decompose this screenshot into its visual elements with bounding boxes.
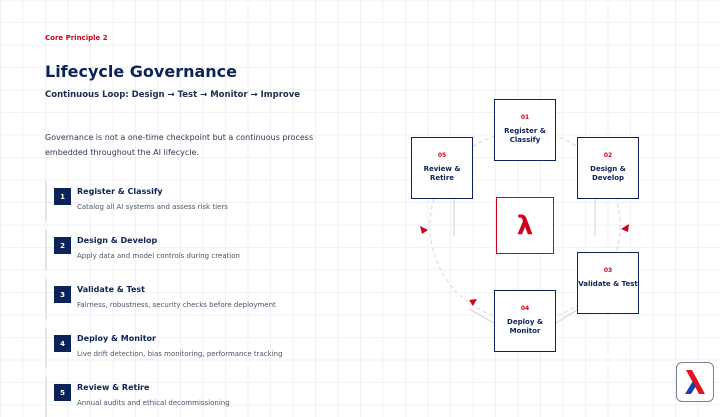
intro-text: Governance is not a one-time checkpoint … [45,133,314,157]
step-number: 1 [54,188,71,205]
lambda-center-icon: λ [496,197,554,254]
eyebrow-label: Core Principle 2 [45,34,108,42]
step-title: Design & Develop [77,236,158,245]
node-number: 02 [603,152,613,159]
step-number: 5 [54,384,71,401]
node-label: Review & Retire [423,165,461,182]
step-title: Deploy & Monitor [77,334,156,343]
arrow-icon [420,226,428,234]
page-subtitle: Continuous Loop: Design → Test → Monitor… [45,90,301,100]
step-title: Review & Retire [77,383,150,392]
step-number: 2 [54,237,71,254]
step-number: 3 [54,286,71,303]
node-number: 01 [520,114,530,121]
step-desc: Fairness, robustness, security checks be… [77,301,276,309]
arrow-icon [621,224,629,232]
step-desc: Live drift detection, bias monitoring, p… [77,350,283,358]
arrow-icon [469,299,477,306]
step-desc: Annual audits and ethical decommissionin… [77,399,230,407]
step-desc: Apply data and model controls during cre… [77,252,240,260]
node-number: 04 [520,305,530,312]
node-label: Design & Develop [590,165,626,182]
node-label: Register & Classify [504,127,546,144]
page-title: Lifecycle Governance [45,62,238,81]
node-label: Validate & Test [578,280,638,288]
node-label: Deploy & Monitor [507,318,543,335]
cycle-connectors [420,130,629,324]
node-number: 03 [603,267,613,274]
brand-logo-icon [676,362,714,402]
step-title: Validate & Test [77,285,145,294]
step-desc: Catalog all AI systems and assess risk t… [77,203,228,211]
step-title: Register & Classify [77,187,163,196]
step-number: 4 [54,335,71,352]
node-number: 05 [437,152,447,159]
